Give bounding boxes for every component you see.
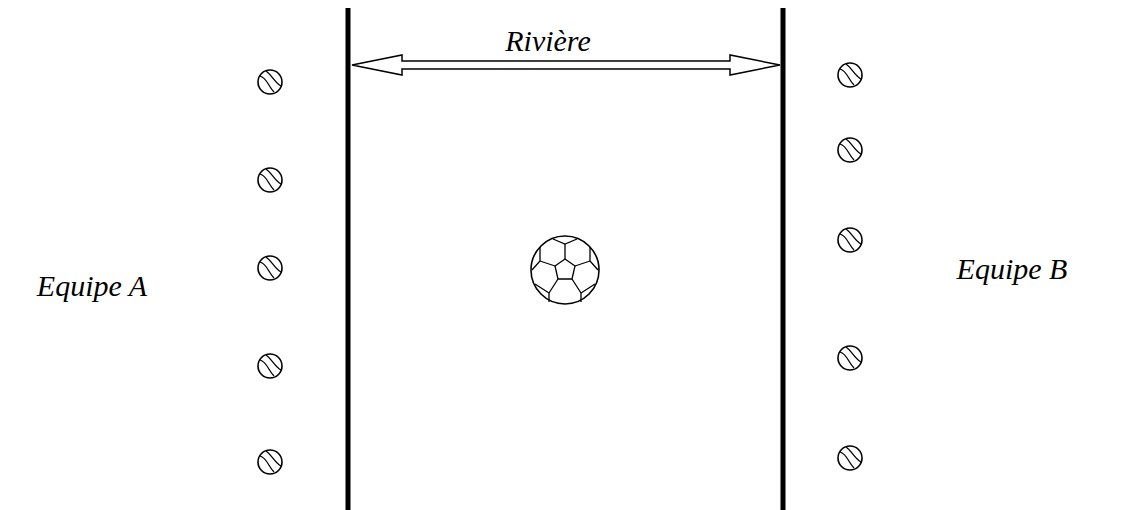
tennis-balls-a bbox=[258, 70, 282, 474]
team-label: Equipe B bbox=[957, 252, 1068, 285]
double-arrow bbox=[352, 55, 780, 75]
tennis-balls-b bbox=[838, 63, 862, 470]
football bbox=[531, 236, 599, 304]
river-bank bbox=[346, 8, 351, 510]
river-label: Rivière bbox=[505, 24, 591, 57]
team-label: Equipe A bbox=[37, 269, 147, 302]
river-bank bbox=[781, 8, 786, 510]
